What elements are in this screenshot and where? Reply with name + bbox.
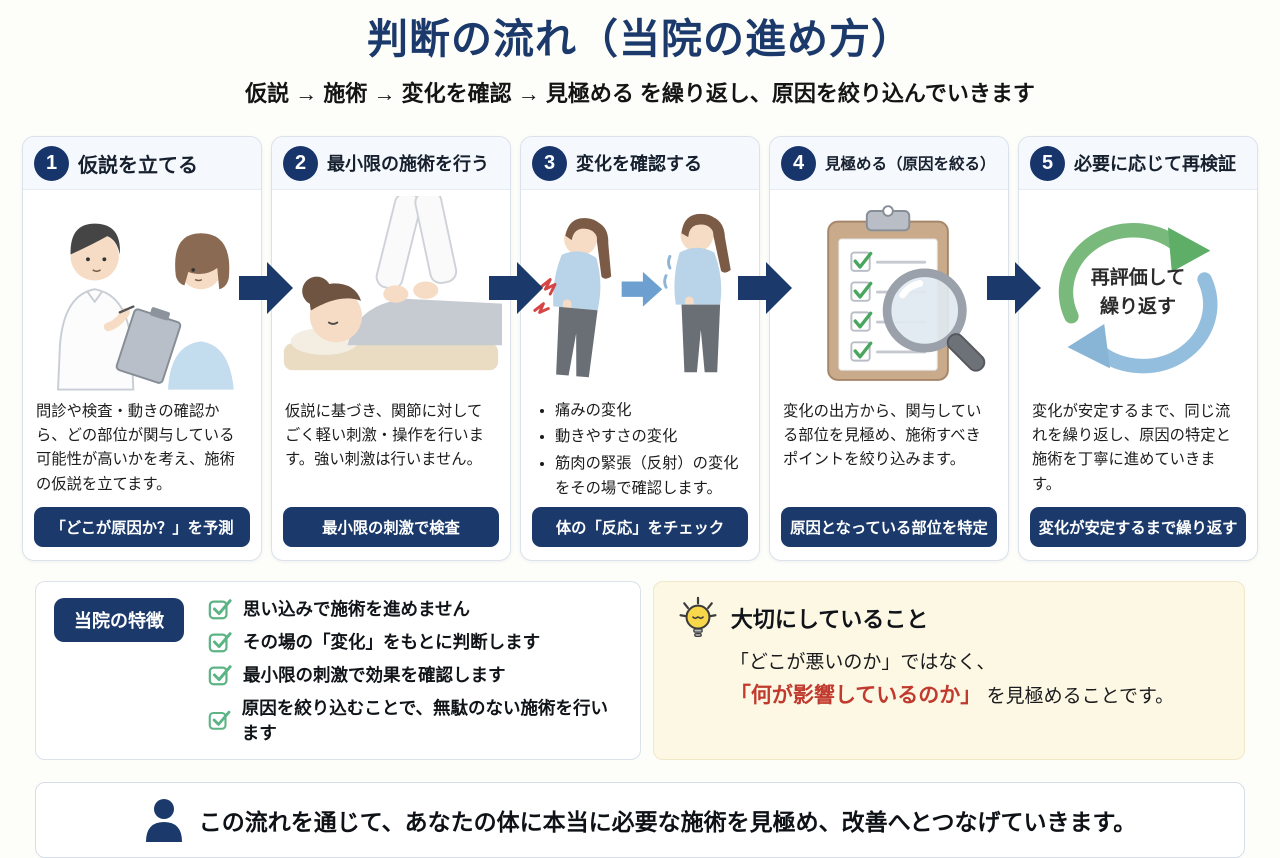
- feature-item-label: 思い込みで施術を進めません: [243, 599, 470, 620]
- bottom-info-row: 当院の特徴 思い込みで施術を進めません その場の「変化」をもとに判断します 最小…: [35, 581, 1245, 761]
- feature-item: 原因を絞り込むことで、無駄のない施術を行います: [208, 695, 622, 745]
- person-icon: [145, 799, 182, 843]
- step-5-description: 変化が安定するまで、同じ流れを繰り返し、原因の特定と施術を丁寧に進めていきます。: [1032, 403, 1231, 493]
- step-3-bullet: 動きやすさの変化: [555, 424, 749, 450]
- step-1-description: 問診や検査・動きの確認から、どの部位が関与している可能性が高いかを考え、施術の仮…: [36, 403, 235, 493]
- feature-item-label: 原因を絞り込むことで、無駄のない施術を行います: [241, 698, 609, 744]
- step-3-header: 3 変化を確認する: [521, 137, 759, 191]
- step-3-title: 変化を確認する: [576, 154, 702, 175]
- cycle-label-line2: 繰り返す: [1099, 296, 1176, 318]
- features-list: 思い込みで施術を進めません その場の「変化」をもとに判断します 最小限の刺激で効…: [208, 596, 622, 745]
- step-card-4: 4 見極める（原因を絞る）: [769, 136, 1009, 562]
- doctor-patient-icon: [57, 223, 234, 391]
- cycle-illustration: 再評価して 繰り返す: [1019, 190, 1257, 396]
- step-4-header: 4 見極める（原因を絞る）: [770, 137, 1008, 191]
- step-5-number-badge: 5: [1030, 145, 1065, 181]
- treatment-illustration: [272, 190, 510, 396]
- step-card-1: 1 仮説を立てる: [22, 136, 262, 562]
- checklist-illustration: [770, 190, 1008, 396]
- check-box-icon: [208, 598, 232, 619]
- lightbulb-icon: [679, 596, 717, 638]
- cycle-label: 再評価して 繰り返す: [1091, 265, 1185, 322]
- step-1-number-badge: 1: [34, 145, 69, 181]
- feature-item-label: その場の「変化」をもとに判断します: [243, 632, 541, 653]
- step-2-number-badge: 2: [283, 145, 318, 181]
- check-box-icon: [208, 710, 231, 730]
- step-4-number-badge: 4: [781, 145, 816, 181]
- step-2-title: 最小限の施術を行う: [327, 154, 489, 175]
- step-1-header: 1 仮説を立てる: [23, 137, 261, 191]
- features-panel: 当院の特徴 思い込みで施術を進めません その場の「変化」をもとに判断します 最小…: [35, 581, 641, 761]
- step-2-description: 仮説に基づき、関節に対してごく軽い刺激・操作を行います。強い刺激は行いません。: [285, 403, 484, 469]
- step-5-header: 5 必要に応じて再検証: [1019, 137, 1257, 191]
- step-3-bullet: 痛みの変化: [555, 398, 749, 424]
- consultation-illustration: [23, 190, 261, 396]
- feature-item: その場の「変化」をもとに判断します: [208, 629, 622, 654]
- posture-comparison-illustration: [521, 190, 759, 396]
- features-badge: 当院の特徴: [54, 598, 184, 643]
- step-3-bullet: 筋肉の緊張（反射）の変化: [555, 451, 749, 477]
- step-4-outcome-badge: 原因となっている部位を特定: [781, 507, 997, 548]
- footer-message: この流れを通じて、あなたの体に本当に必要な施術を見極め、改善へとつなげていきます…: [198, 809, 1137, 836]
- step-3-outcome-badge: 体の「反応」をチェック: [532, 507, 748, 548]
- key-point-highlight: 「何が影響しているのか」: [729, 683, 982, 707]
- repeat-cycle-icon: [1058, 223, 1218, 374]
- key-point-rest: を見極めることです。: [986, 685, 1175, 707]
- key-point-line1: 「どこが悪いのか」ではなく、: [729, 652, 996, 674]
- flow-arrow-icon: [489, 262, 543, 315]
- before-after-icon: [533, 196, 751, 394]
- cycle-label-line1: 再評価して: [1090, 267, 1186, 289]
- key-point-heading: 大切にしていること: [730, 607, 929, 633]
- step-2-header: 2 最小限の施術を行う: [272, 137, 510, 191]
- step-card-3: 3 変化を確認する: [520, 136, 760, 562]
- key-point-panel: 大切にしていること 「どこが悪いのか」ではなく、 「何が影響しているのか」 を見…: [652, 581, 1245, 761]
- footer-banner: この流れを通じて、あなたの体に本当に必要な施術を見極め、改善へとつなげていきます…: [35, 782, 1245, 858]
- key-point-body: 「どこが悪いのか」ではなく、 「何が影響しているのか」 を見極めることです。: [730, 648, 1222, 713]
- step-1-title: 仮説を立てる: [78, 154, 198, 177]
- feature-item: 最小限の刺激で効果を確認します: [208, 662, 622, 687]
- process-steps-row: 1 仮説を立てる: [22, 136, 1258, 562]
- clipboard-magnifier-icon: [827, 205, 986, 382]
- flow-arrow-icon: [239, 262, 293, 315]
- page-subtitle: 仮説 → 施術 → 変化を確認 → 見極める を繰り返し、原因を絞り込んでいきま…: [245, 81, 1035, 107]
- step-1-outcome-badge: 「どこが原因か？」を予測: [34, 507, 250, 548]
- step-card-2: 2 最小限の施術を行う 仮説に基づき、関節に: [271, 136, 511, 562]
- massage-icon: [283, 196, 502, 371]
- page-title: 判断の流れ（当院の進め方）: [367, 16, 913, 62]
- feature-item: 思い込みで施術を進めません: [208, 596, 622, 621]
- step-5-title: 必要に応じて再検証: [1074, 154, 1236, 175]
- step-2-outcome-badge: 最小限の刺激で検査: [283, 507, 499, 548]
- step-3-bullet-note: をその場で確認します。: [555, 480, 722, 498]
- step-5-outcome-badge: 変化が安定するまで繰り返す: [1030, 507, 1246, 548]
- key-point-header: 大切にしていること: [676, 595, 1222, 641]
- step-3-number-badge: 3: [532, 145, 567, 181]
- feature-item-label: 最小限の刺激で効果を確認します: [243, 665, 506, 686]
- step-card-5: 5 必要に応じて再検証 再評価して 繰り返す 変化が安定するまで、同じ流れを繰り…: [1018, 136, 1258, 562]
- check-box-icon: [208, 664, 232, 685]
- flow-arrow-icon: [738, 262, 792, 315]
- check-box-icon: [208, 631, 232, 652]
- step-4-title: 見極める（原因を絞る）: [825, 156, 996, 174]
- step-4-description: 変化の出方から、関与している部位を見極め、施術すべきポイントを絞り込みます。: [783, 403, 982, 469]
- step-3-check-list: 痛みの変化 動きやすさの変化 筋肉の緊張（反射）の変化: [537, 398, 749, 477]
- flow-arrow-icon: [987, 262, 1041, 315]
